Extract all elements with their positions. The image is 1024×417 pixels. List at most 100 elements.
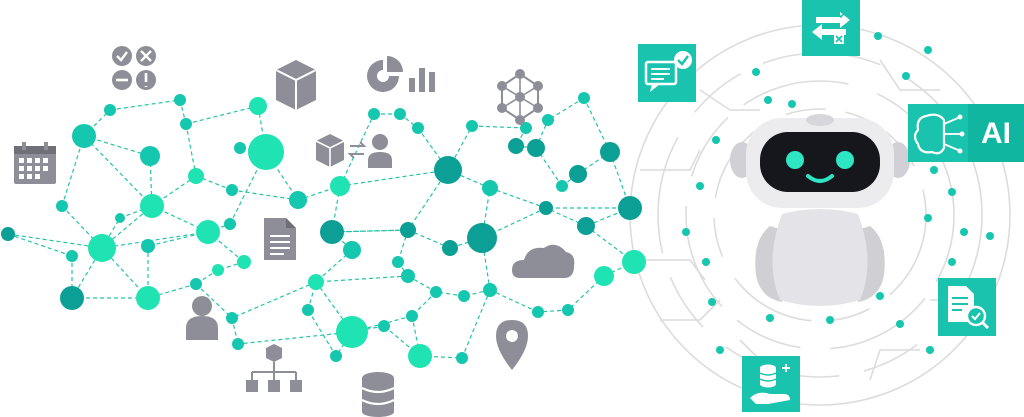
package-box-icon	[275, 60, 317, 110]
network-link	[461, 289, 491, 359]
cloud-icon	[512, 244, 575, 278]
network-link	[83, 135, 151, 157]
network-node	[578, 92, 590, 104]
network-link	[61, 135, 85, 207]
circuit-dot	[960, 228, 968, 236]
network-node	[569, 165, 587, 183]
circuit-dot	[896, 320, 904, 328]
network-node	[412, 122, 424, 134]
circuit-dot	[716, 346, 724, 354]
network-node	[224, 218, 236, 230]
network-node	[456, 352, 468, 364]
network-link	[7, 233, 73, 257]
network-node	[539, 201, 553, 215]
network-link	[307, 309, 337, 357]
network-node	[378, 320, 390, 332]
network-link	[339, 169, 449, 187]
network-node	[180, 118, 192, 130]
circuit-dot	[696, 182, 704, 190]
network-link	[449, 237, 483, 249]
network-node	[66, 250, 78, 262]
robot	[730, 114, 910, 306]
network-link	[407, 275, 437, 293]
network-nodes	[1, 92, 646, 368]
network-link	[315, 275, 409, 283]
analytics-chart-icon	[367, 56, 435, 92]
network-link	[471, 125, 527, 129]
circuit-dot	[708, 298, 716, 306]
network-node	[562, 304, 574, 316]
network-node	[140, 146, 160, 166]
robot-dots	[682, 32, 994, 354]
network-node	[226, 184, 238, 196]
network-node	[618, 196, 642, 220]
circuit-dot	[948, 258, 956, 266]
circuit-dot	[712, 136, 720, 144]
network-node	[343, 241, 361, 259]
user-icon	[186, 296, 218, 340]
network-node	[520, 122, 532, 134]
network-link	[185, 105, 259, 125]
circuit-dot	[752, 68, 760, 76]
network-node	[249, 97, 267, 115]
network-link	[237, 331, 353, 345]
circuit-dot	[948, 188, 956, 196]
network-link	[603, 261, 635, 277]
network-node	[308, 274, 324, 290]
network-node	[442, 240, 458, 256]
network-node	[430, 286, 442, 298]
network-node	[577, 217, 595, 235]
exchange-arrows-icon	[802, 0, 860, 56]
network-link	[7, 233, 103, 249]
network-link	[489, 187, 547, 209]
network-node	[483, 283, 497, 297]
network-node	[466, 120, 478, 132]
robot-left-eye	[786, 151, 804, 169]
document-search-icon	[938, 278, 996, 336]
circuit-dot	[902, 72, 910, 80]
ai-brain-icon: AI	[908, 104, 1024, 162]
network-link	[407, 169, 449, 231]
network-node	[508, 138, 524, 154]
box-transfer-user-icon	[315, 134, 392, 168]
calendar-icon	[14, 142, 56, 184]
network-link	[101, 217, 121, 249]
network-node	[336, 316, 368, 348]
circuit-dot	[874, 32, 882, 40]
network-node	[212, 264, 224, 276]
network-node	[174, 94, 186, 106]
checklist-status-icon	[112, 46, 156, 90]
network-node	[467, 223, 497, 253]
database-icon	[361, 372, 395, 417]
chat-check-icon	[638, 44, 696, 102]
network-node	[600, 142, 620, 162]
network-link	[195, 283, 233, 319]
network-node	[532, 306, 544, 318]
network-node	[400, 222, 416, 238]
network-link	[535, 119, 549, 149]
circuit-dot	[926, 346, 934, 354]
circuit-dot	[682, 228, 690, 236]
network-node	[188, 168, 204, 184]
circuit-dot	[924, 214, 932, 222]
circuit-dot	[702, 258, 710, 266]
network-node	[88, 234, 116, 262]
robot-right-eye	[836, 151, 854, 169]
network-node	[330, 176, 350, 196]
network-node	[140, 194, 164, 218]
network-node	[594, 266, 614, 286]
network-link	[109, 99, 181, 111]
network-link	[339, 113, 375, 187]
ai-label: AI	[981, 117, 1011, 150]
network-node	[289, 191, 307, 209]
network-node	[190, 278, 202, 290]
network-node	[406, 310, 418, 322]
network-node	[401, 269, 415, 283]
network-link	[147, 283, 197, 299]
network-node	[394, 108, 406, 120]
circuit-dot	[930, 166, 938, 174]
document-icon	[264, 218, 296, 260]
network-node	[60, 286, 84, 310]
network-node	[232, 338, 244, 350]
